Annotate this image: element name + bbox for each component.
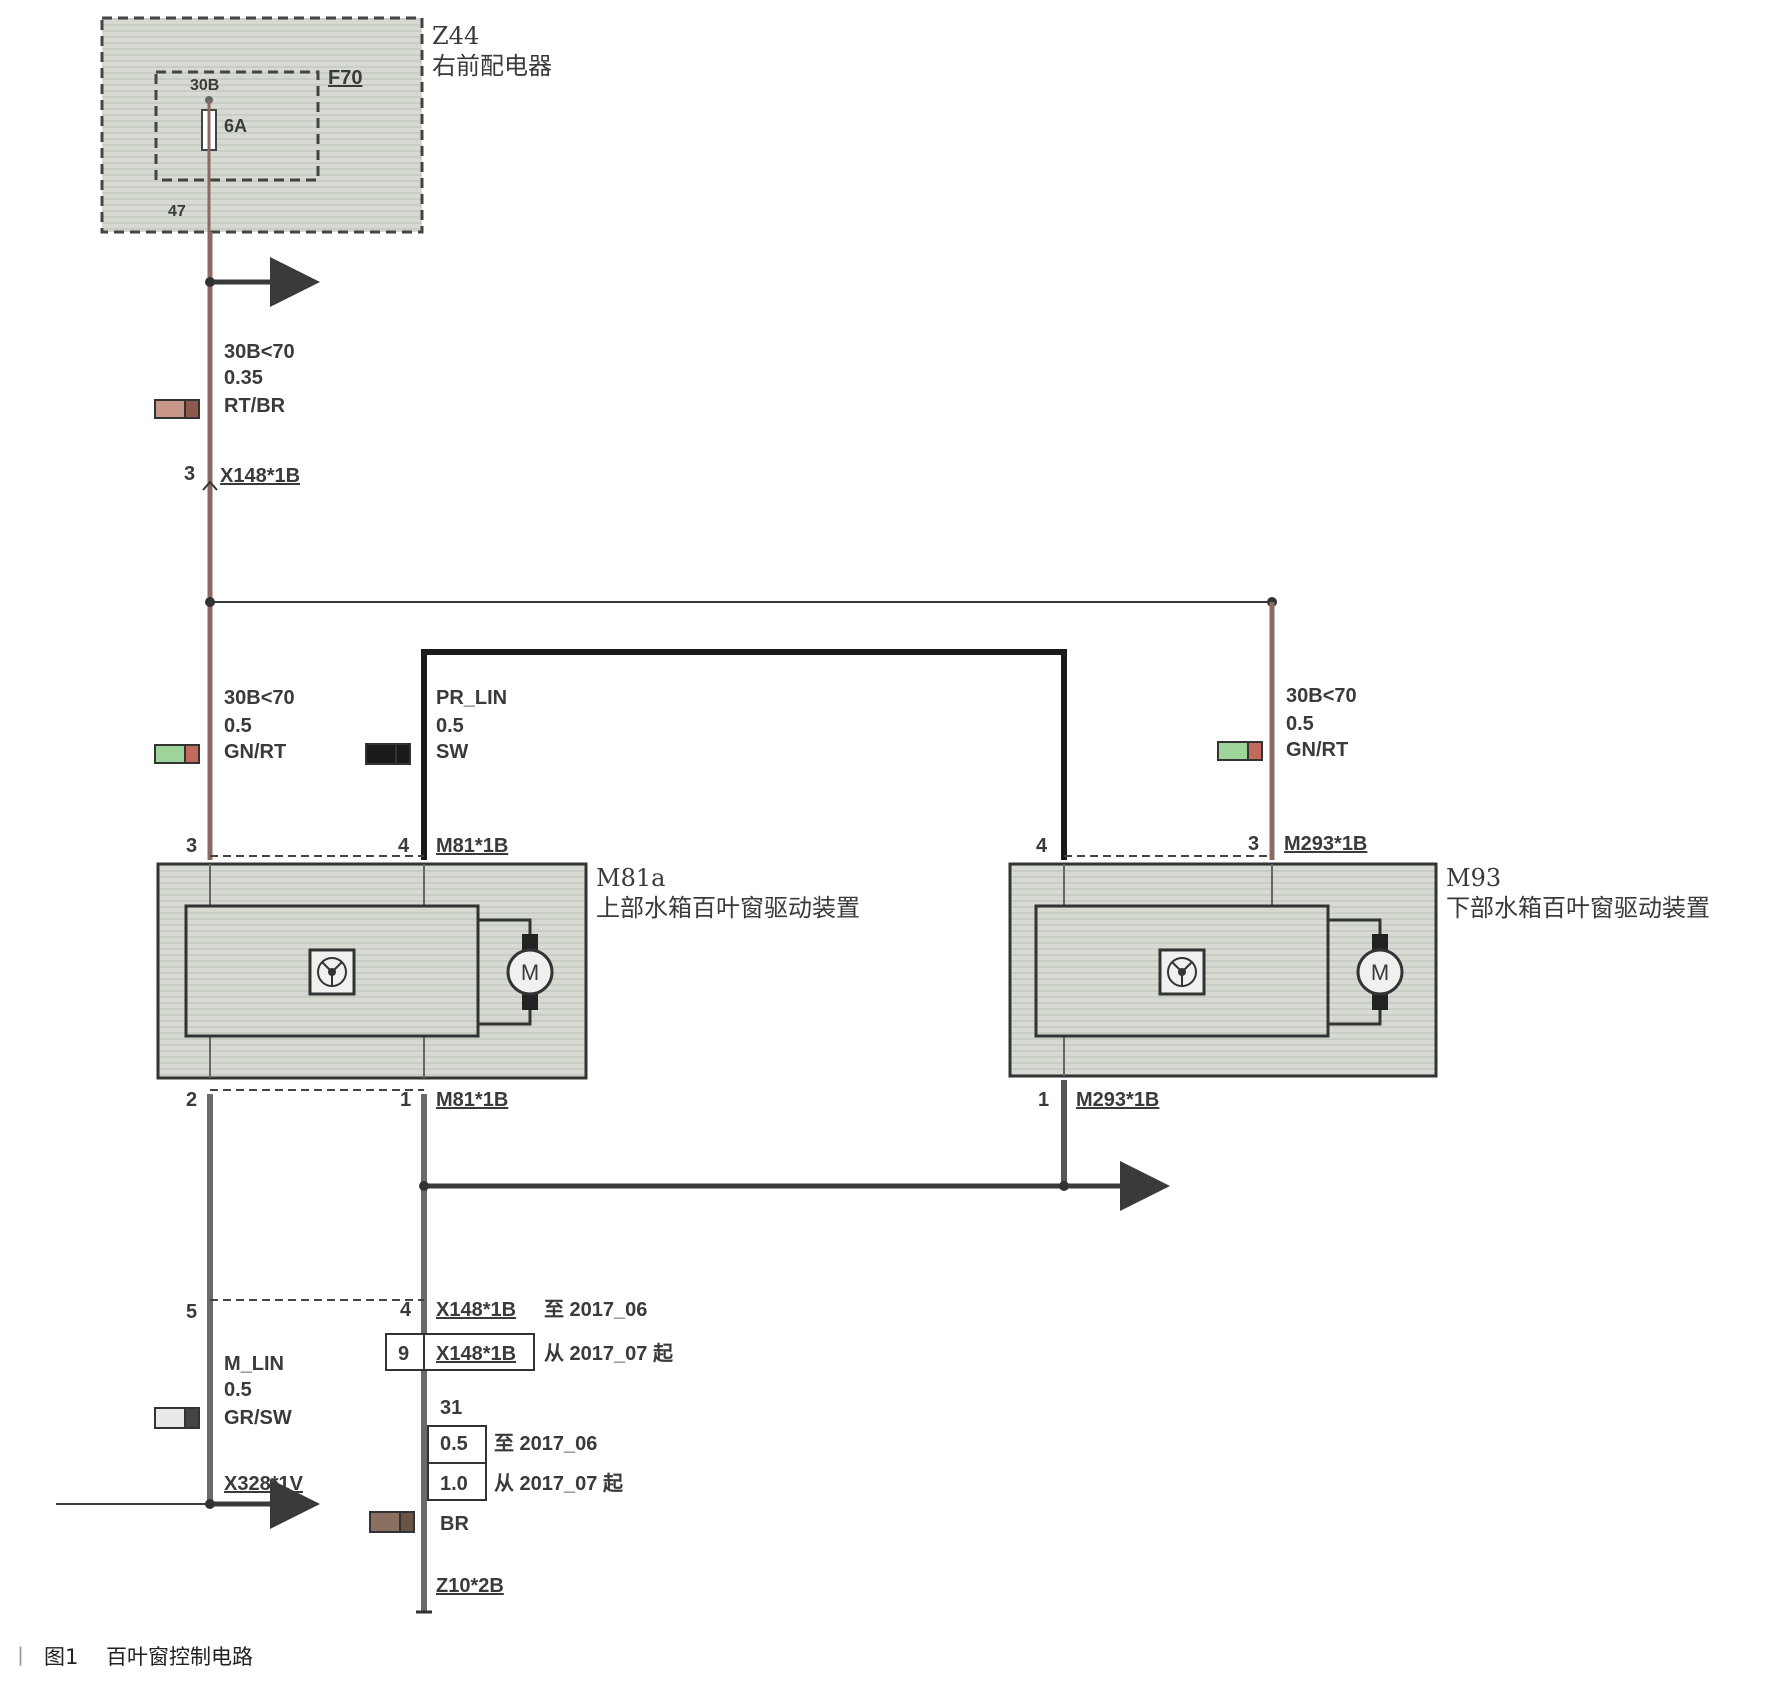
lower-power-color: GN/RT [1286, 739, 1348, 761]
m81-conn-top: M81*1B [436, 835, 508, 857]
x148-alt-id: X148*1B [436, 1343, 516, 1365]
motor-symbol: M [1371, 960, 1389, 985]
feed-wire-swatch [154, 399, 200, 419]
fuse-id: F70 [328, 67, 362, 89]
upper-power-gauge: 0.5 [224, 715, 252, 737]
ground-gauge-a: 0.5 [440, 1433, 468, 1455]
lower-wiring: 5 4 X148*1B 至 2017_06 9 X148*1B 从 2017_0… [56, 1080, 1170, 1614]
m293-pin-1: 1 [1038, 1089, 1049, 1111]
m293-pin-3: 3 [1248, 833, 1259, 855]
wire-color-swatch-stripe [184, 399, 200, 419]
motor-symbol: M [521, 960, 539, 985]
lower-power-gauge: 0.5 [1286, 713, 1314, 735]
upper-power-color: GN/RT [224, 741, 286, 763]
relay-box-name: 右前配电器 [432, 52, 552, 80]
wire-color-swatch-stripe [399, 1511, 415, 1533]
feed-wire: 30B<70 0.35 RT/BR 3 X148*1B [154, 232, 320, 860]
upper-actuator-name: 上部水箱百叶窗驱动装置 [596, 894, 860, 922]
x328-id: X328*1V [224, 1473, 304, 1495]
m81-pin-3: 3 [186, 835, 197, 857]
lower-power-wire: 30B<70 0.5 GN/RT [1217, 685, 1357, 761]
figure-caption: 丨 图1 百叶窗控制电路 [10, 1645, 253, 1669]
x148-bottom-note: 至 2017_06 [544, 1299, 647, 1321]
wire-color-swatch [154, 744, 186, 764]
relay-box-z44: Z44 右前配电器 F70 30B 6A 47 [100, 16, 552, 234]
wire-color-swatch [154, 1407, 186, 1429]
x148-pin-4: 4 [400, 1299, 412, 1321]
wire-color-swatch-stripe [184, 1407, 200, 1429]
mlin-signal: M_LIN [224, 1353, 284, 1375]
relay-box-id: Z44 [432, 22, 479, 50]
x148-alt-pin: 9 [398, 1343, 409, 1365]
ground-color: BR [440, 1513, 469, 1535]
x148-top-id: X148*1B [220, 465, 300, 487]
m81-conn-bottom: M81*1B [436, 1089, 508, 1111]
lower-actuator-id: M93 [1446, 864, 1501, 892]
x148-alt-note: 从 2017_07 起 [544, 1342, 674, 1365]
m81-pin-4: 4 [398, 835, 410, 857]
feed-signal: 30B<70 [224, 341, 295, 363]
lower-actuator-m93: 4 3 M293*1B M M93 下部水箱百叶窗驱动装置 1 M293*1B [1008, 833, 1710, 1111]
mlin-gauge: 0.5 [224, 1379, 252, 1401]
m81-pin-1: 1 [400, 1089, 411, 1111]
motor-icon: M [506, 934, 554, 1010]
wire-color-swatch [154, 399, 186, 419]
x148-pin-5: 5 [186, 1301, 197, 1323]
relay-out-pin: 47 [168, 203, 186, 220]
upper-actuator-m81a: 3 4 M81*1B M M81a 上部水箱百叶窗驱动装置 2 1 M81*1B [156, 835, 860, 1111]
m81-pin-2: 2 [186, 1089, 197, 1111]
lin-wire: PR_LIN 0.5 SW [365, 649, 1067, 860]
ground-gauge-b: 1.0 [440, 1473, 468, 1495]
caption-title: 百叶窗控制电路 [106, 1645, 253, 1669]
z10-id: Z10*2B [436, 1575, 504, 1597]
mlin-color: GR/SW [224, 1407, 292, 1429]
x148-top-pin: 3 [184, 463, 195, 485]
wire-color-swatch [369, 1511, 401, 1533]
lin-color: SW [436, 741, 468, 763]
m293-conn-top: M293*1B [1284, 833, 1367, 855]
lower-actuator-name: 下部水箱百叶窗驱动装置 [1446, 894, 1710, 922]
fuse-rating: 6A [224, 116, 247, 136]
upper-power-signal: 30B<70 [224, 687, 295, 709]
fuse-terminal: 30B [190, 77, 219, 94]
m293-pin-4: 4 [1036, 835, 1048, 857]
feed-gauge: 0.35 [224, 367, 263, 389]
caption-marker: 丨 [10, 1645, 31, 1669]
wire-color-swatch [365, 743, 397, 765]
ground-note-a: 至 2017_06 [494, 1433, 597, 1455]
splice-branch [205, 597, 1277, 860]
wire-color-swatch-stripe [395, 743, 411, 765]
wire-color-swatch-stripe [1247, 741, 1263, 761]
m293-conn-bottom: M293*1B [1076, 1089, 1159, 1111]
lower-power-signal: 30B<70 [1286, 685, 1357, 707]
x148-bottom-id: X148*1B [436, 1299, 516, 1321]
motor-icon: M [1356, 934, 1404, 1010]
wire-color-swatch-stripe [184, 744, 200, 764]
wire-color-swatch [1217, 741, 1249, 761]
upper-actuator-id: M81a [596, 864, 665, 892]
feed-color: RT/BR [224, 395, 286, 417]
upper-power-wire: 30B<70 0.5 GN/RT [154, 687, 295, 764]
ground-signal: 31 [440, 1397, 462, 1419]
lin-gauge: 0.5 [436, 715, 464, 737]
caption-figure: 图1 [44, 1645, 78, 1669]
ground-note-b: 从 2017_07 起 [494, 1472, 624, 1495]
lin-signal: PR_LIN [436, 687, 507, 709]
